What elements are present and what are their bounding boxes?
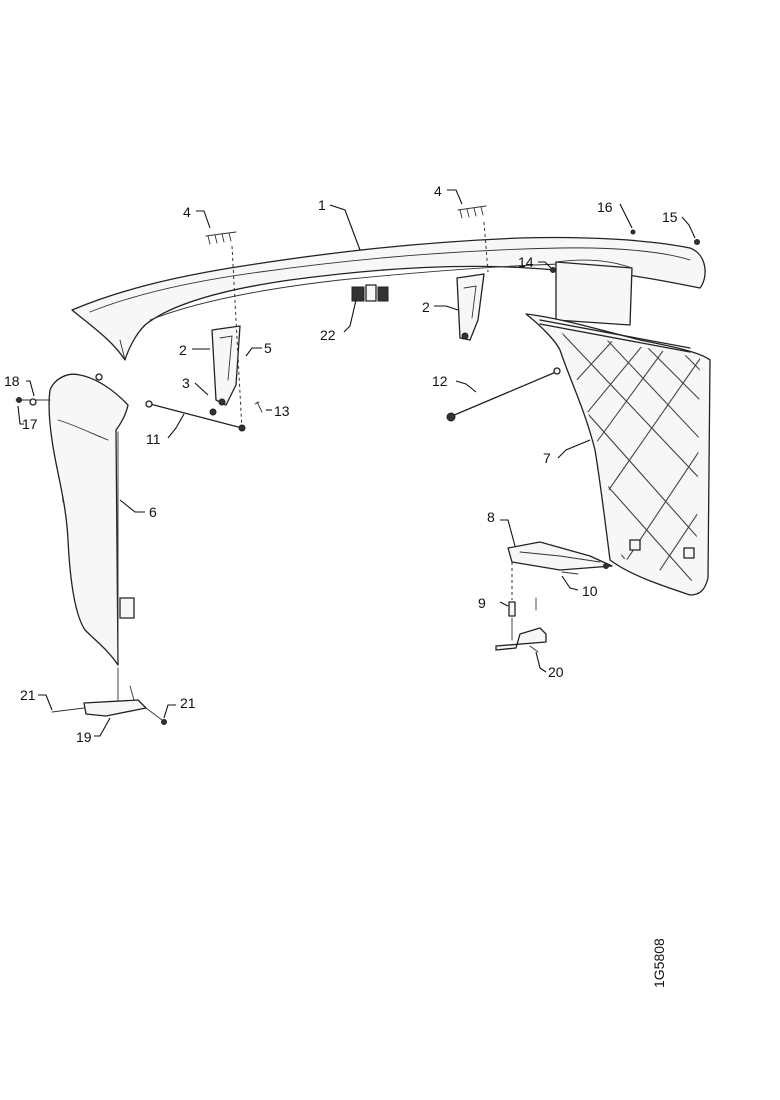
part-15-16-screws xyxy=(630,229,700,245)
callout-18: 18 xyxy=(4,373,20,389)
callout-11: 11 xyxy=(146,431,161,447)
callout-2-left: 2 xyxy=(179,342,187,358)
callout-16: 16 xyxy=(597,199,613,215)
part-5-fastener-axis xyxy=(231,221,489,431)
part-6-left-pillar-panel xyxy=(48,373,135,666)
callout-13: 13 xyxy=(274,403,290,419)
callout-labels: 1 4 4 16 15 14 2 22 2 5 18 3 12 13 17 11… xyxy=(4,183,678,745)
part-19-lower-bracket xyxy=(83,667,147,717)
callout-21-right: 21 xyxy=(180,695,196,711)
callout-8: 8 xyxy=(487,509,495,525)
part-21-screws xyxy=(51,707,167,725)
part-14-upper-right-housing xyxy=(550,259,633,326)
callout-7: 7 xyxy=(543,450,551,466)
part-11-rod xyxy=(145,400,246,432)
part-2-bracket-right xyxy=(456,273,485,341)
callout-2-right: 2 xyxy=(422,299,430,315)
callout-21-left: 21 xyxy=(20,687,36,703)
callout-17: 17 xyxy=(22,416,38,432)
part-17-18-screw xyxy=(15,397,51,406)
figure-reference-code: 1G5808 xyxy=(651,938,667,988)
callout-22: 22 xyxy=(320,327,336,343)
part-4-screws-left xyxy=(205,231,237,245)
callout-4-left: 4 xyxy=(183,204,191,220)
callout-19: 19 xyxy=(76,729,92,745)
leader-lines xyxy=(17,189,696,737)
part-1-top-trim-panel xyxy=(71,236,706,361)
part-20-lower-bracket xyxy=(495,617,547,653)
part-8-bracket xyxy=(507,541,613,600)
callout-5: 5 xyxy=(264,340,272,356)
callout-9: 9 xyxy=(478,595,486,611)
part-4-screws-right xyxy=(457,205,487,219)
part-22-clip xyxy=(351,284,389,302)
callout-3: 3 xyxy=(182,375,190,391)
callout-12: 12 xyxy=(432,373,448,389)
part-13-screw xyxy=(254,401,263,413)
part-3-clip xyxy=(209,408,217,416)
part-10-screws xyxy=(561,563,609,575)
callout-4-right: 4 xyxy=(434,183,442,199)
callout-6: 6 xyxy=(149,504,157,520)
part-9-pins xyxy=(508,597,537,617)
part-2-bracket-left xyxy=(211,325,241,406)
callout-1: 1 xyxy=(318,197,326,213)
callout-20: 20 xyxy=(548,664,564,680)
callout-15: 15 xyxy=(662,209,678,225)
part-7-net-panel xyxy=(525,313,711,596)
callout-10: 10 xyxy=(582,583,598,599)
part-12-rod xyxy=(446,367,561,422)
callout-14: 14 xyxy=(518,254,534,270)
